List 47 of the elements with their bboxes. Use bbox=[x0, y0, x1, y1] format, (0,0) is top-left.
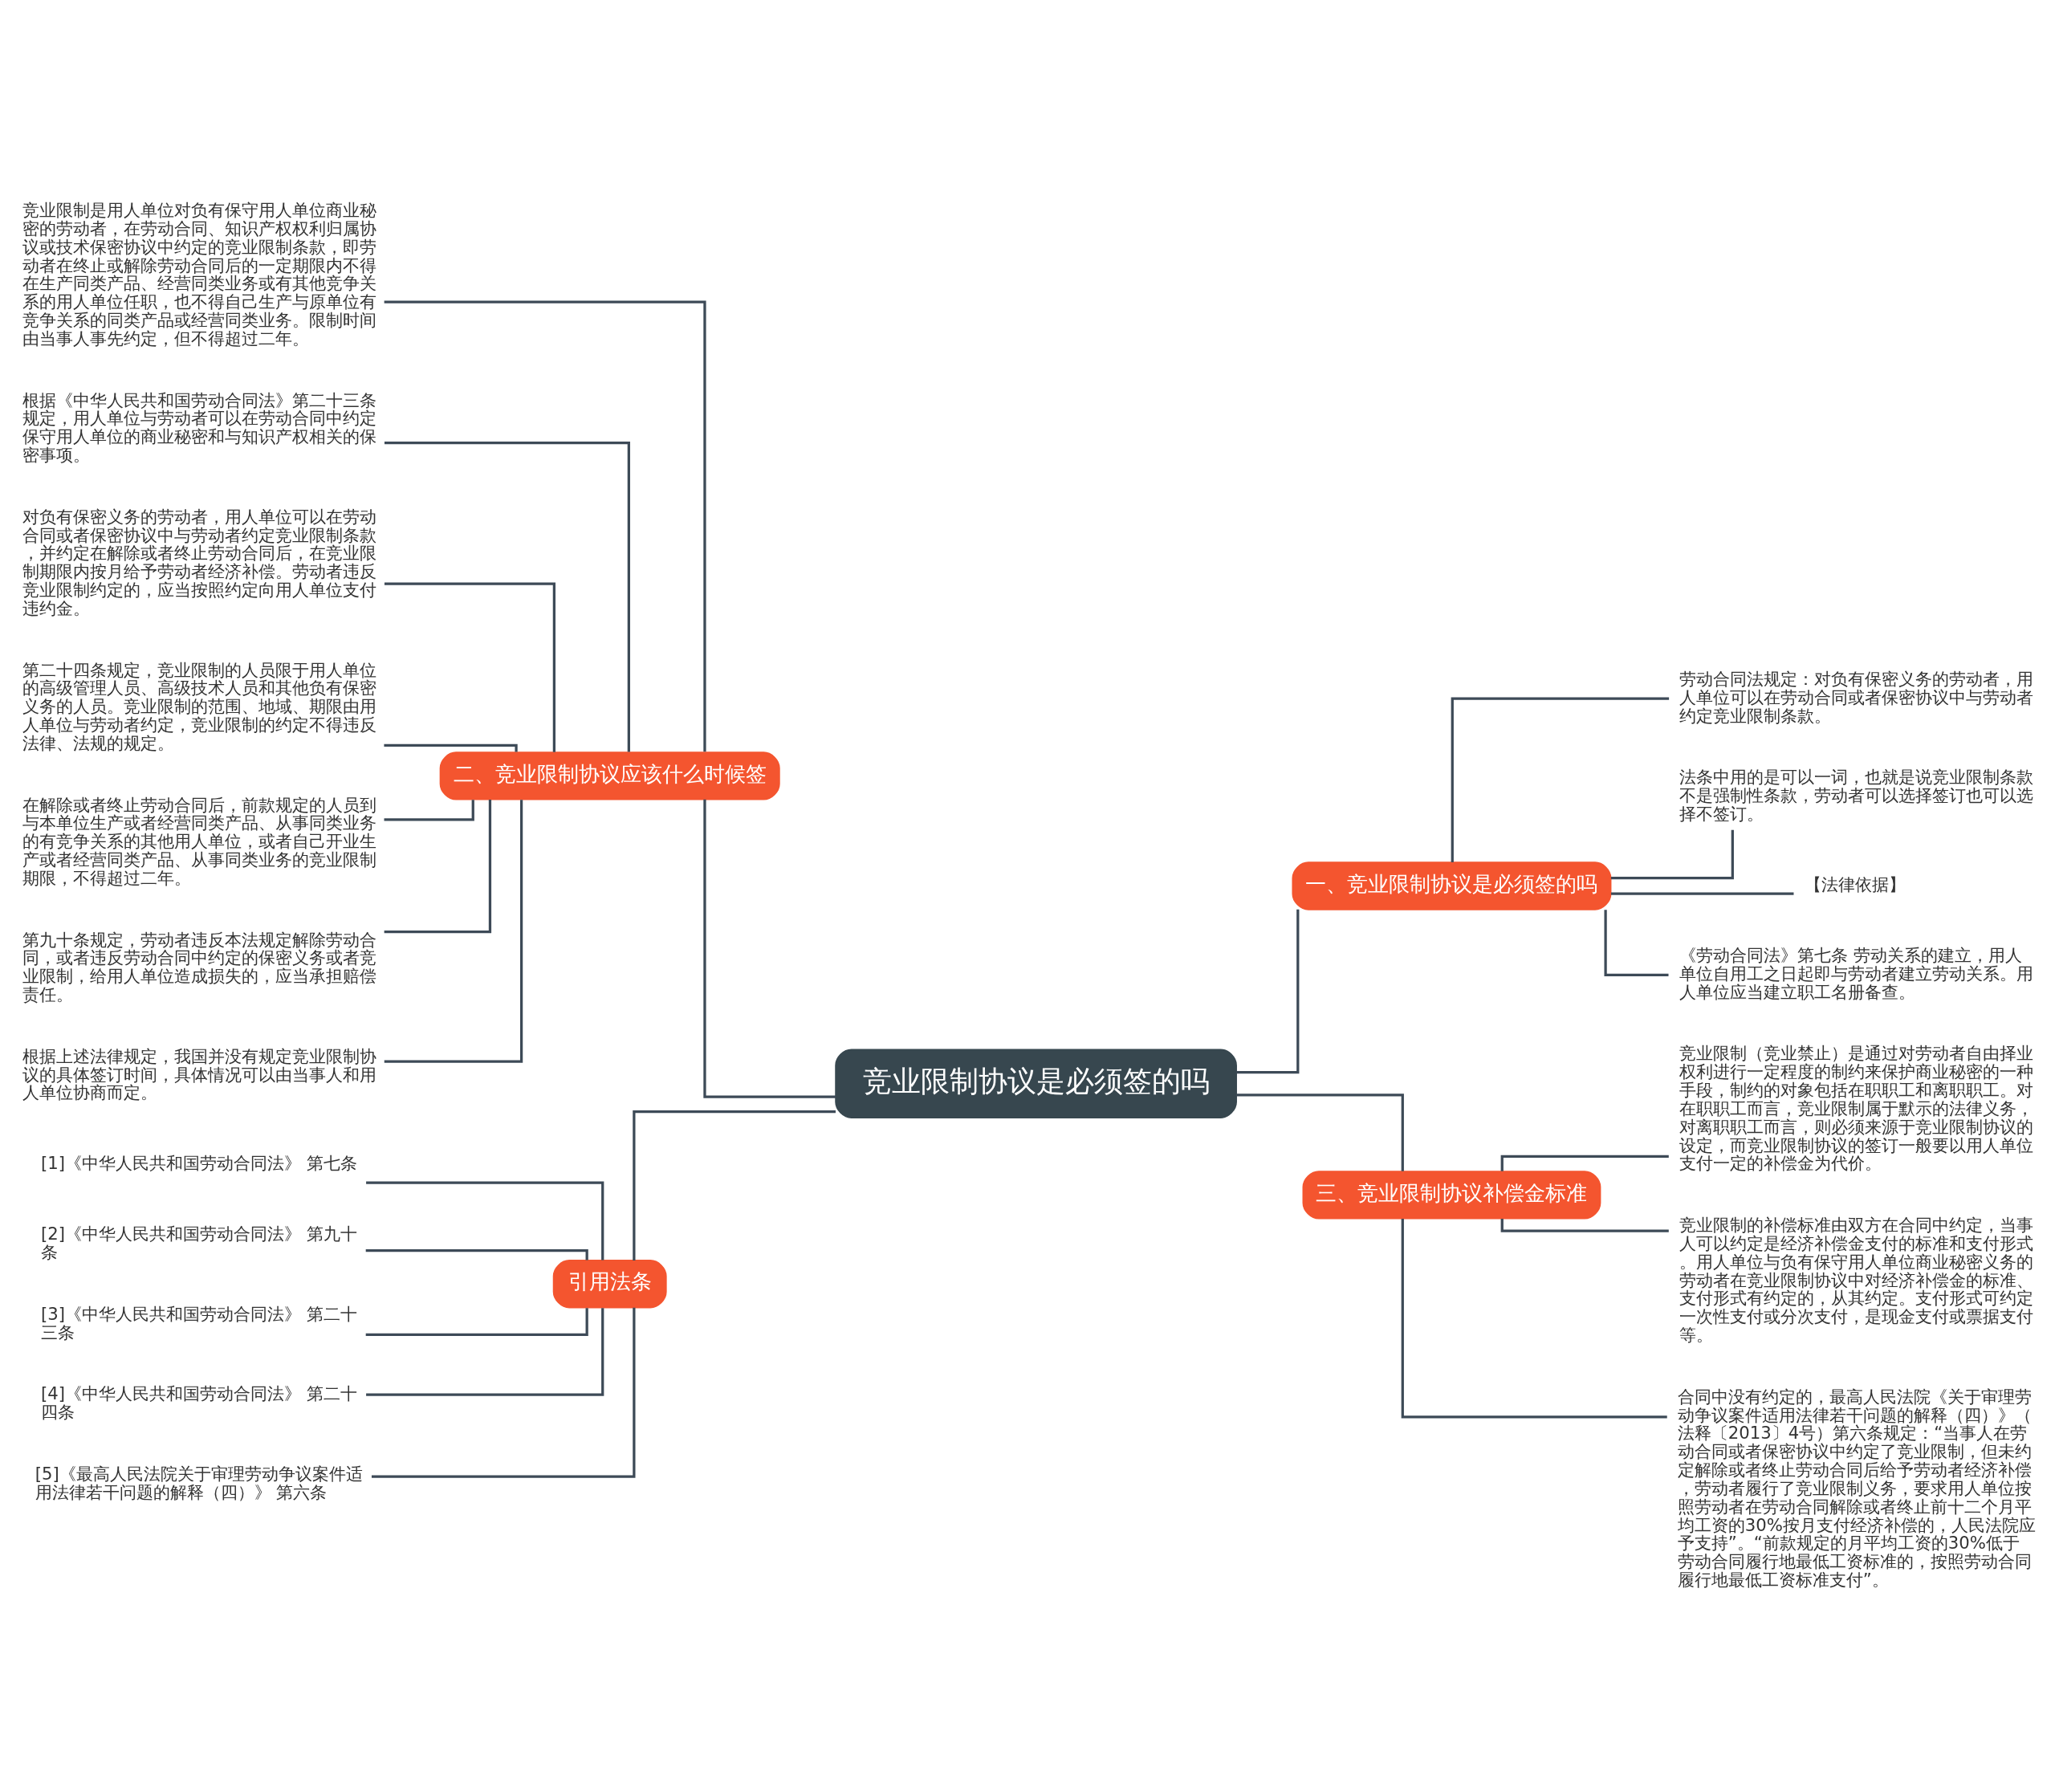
node-text: 合同中没有约定的，最高人民法院《关于审理劳动争议案件适用法律若干问题的解释（四）》（法释〔2013〕4号）第六条规定：“当事人在劳动合同或者保密协议中约定了竞业限制，但未约定解除或者终止劳动合同后给予劳动者经济补偿，劳动者履行了竞业限制义务，要求用人单位按照劳动者在劳动合同解除或者终止前十二个月平均工资的30%按月支付经济补偿的，人民法院应予支持”。“前款规定的月平均工资的30%低于劳动合同履行地最低工资标准的，按照劳动合同履行地最低工资标准支付”。 bbox=[1677, 1386, 2036, 1590]
node-text: 竞业限制是用人单位对负有保守用人单位商业秘密的劳动者，在劳动合同、知识产权权利归属协议或技术保密协议中约定的竞业限制条款，即劳动者在终止或解除劳动合同后的一定期限内不得在生产同类产品、经营同类业务或有其他竞争关系的用人单位任职，也不得自己生产与原单位有竞争关系的同类产品或经营同类业务。限制时间由当事人事先约定，但不得超过二年。 bbox=[22, 199, 377, 348]
node-text: 根据上述法律规定，我国并没有规定竞业限制协议的具体签订时间，具体情况可以由当事人和用人单位协商而定。 bbox=[22, 1045, 377, 1102]
connector bbox=[1610, 829, 1734, 879]
node-text: [3]《中华人民共和国劳动合同法》 第二十三条 bbox=[41, 1303, 357, 1342]
node-box: 二、竞业限制协议应该什么时候签 bbox=[439, 751, 780, 800]
node-text: 法条中用的是可以一词，也就是说竞业限制条款不是强制性条款，劳动者可以选择签订也可以选择不签订。 bbox=[1679, 766, 2034, 824]
node-text: [4]《中华人民共和国劳动合同法》 第二十四条 bbox=[41, 1383, 357, 1422]
connector bbox=[1401, 1218, 1667, 1418]
node-text: 第二十四条规定，竞业限制的人员限于用人单位的高级管理人员、高级技术人员和其他负有保密义务的人员。竞业限制的范围、地域、期限由用人单位与劳动者约定，竞业限制的约定不得违反法律、法规的规定。 bbox=[22, 659, 377, 753]
node-text: [1]《中华人民共和国劳动合同法》 第七条 bbox=[41, 1152, 357, 1173]
connector bbox=[1236, 909, 1300, 1073]
node-text: [5]《最高人民法院关于审理劳动争议案件适用法律若干问题的解释（四）》 第六条 bbox=[35, 1463, 363, 1502]
connector bbox=[1604, 909, 1669, 976]
node-text: 劳动合同法规定：对负有保密义务的劳动者，用人单位可以在劳动合同或者保密协议中与劳动者约定竞业限制条款。 bbox=[1679, 668, 2034, 726]
node-box: 引用法条 bbox=[552, 1259, 667, 1308]
connector bbox=[1500, 1218, 1669, 1232]
connector bbox=[633, 1110, 836, 1261]
connector bbox=[703, 799, 836, 1098]
connector bbox=[365, 1248, 588, 1260]
node-text: 竞业限制的补偿标准由双方在合同中约定，当事人可以约定是经济补偿金支付的标准和支付形式。用人单位与负有保守用人单位商业秘密义务的劳动者在竞业限制协议中对经济补偿金的标准、支付形式有约定的，从其约定。支付形式可约定一次性支付或分次支付，是现金支付或票据支付等。 bbox=[1679, 1214, 2034, 1345]
connector bbox=[1451, 697, 1670, 862]
node-text: 竞业限制（竞业禁止）是通过对劳动者自由择业权利进行一定程度的制约来保护商业秘密的一种手段，制约的对象包括在职职工和离职职工。对在职职工而言，竞业限制属于默示的法律义务，对离职职工而言，则必须来源于竞业限制协议的设定，而竞业限制协议的签订一般要以用人单位支付一定的补偿金为代价。 bbox=[1679, 1042, 2034, 1173]
connector bbox=[366, 1307, 604, 1396]
node-box: 竞业限制协议是必须签的吗 bbox=[835, 1049, 1237, 1118]
node-text: 第九十条规定，劳动者违反本法规定解除劳动合同，或者违反劳动合同中约定的保密义务或者竞业限制，给用人单位造成损失的，应当承担赔偿责任。 bbox=[22, 929, 377, 1004]
node-box: 一、竞业限制协议是必须签的吗 bbox=[1292, 861, 1612, 910]
connector bbox=[384, 799, 492, 933]
node-text: 《劳动合同法》第七条 劳动关系的建立，用人单位自用工之日起即与劳动者建立劳动关系。用人单位应当建立职工名册备查。 bbox=[1679, 944, 2034, 1002]
connector bbox=[1500, 1155, 1669, 1171]
connector bbox=[365, 1307, 588, 1336]
node-text: 根据《中华人民共和国劳动合同法》第二十三条规定，用人单位与劳动者可以在劳动合同中约定保守用人单位的商业秘密和与知识产权相关的保密事项。 bbox=[22, 389, 377, 465]
node-text: 【法律依据】 bbox=[1805, 874, 1906, 894]
connector bbox=[371, 1307, 636, 1478]
connector bbox=[385, 441, 630, 752]
node-text: 对负有保密义务的劳动者，用人单位可以在劳动合同或者保密协议中与劳动者约定竞业限制条款，并约定在解除或者终止劳动合同后，在竞业限制期限内按月给予劳动者经济补偿。劳动者违反竞业限制约定的，应当按照约定向用人单位支付违约金。 bbox=[22, 506, 377, 618]
connector bbox=[384, 299, 706, 751]
connector bbox=[384, 582, 555, 752]
node-text: [2]《中华人民共和国劳动合同法》 第九十条 bbox=[41, 1223, 357, 1262]
connector bbox=[384, 743, 518, 751]
connector bbox=[384, 799, 523, 1063]
node-text: 在解除或者终止劳动合同后，前款规定的人员到与本单位生产或者经营同类产品、从事同类业务的有竞争关系的其他用人单位，或者自己开业生产或者经营同类产品、从事同类业务的竞业限制期限，不得超过二年。 bbox=[22, 794, 377, 888]
connector bbox=[366, 1181, 604, 1260]
connector bbox=[384, 799, 474, 821]
connector bbox=[1236, 1093, 1404, 1171]
node-box: 三、竞业限制协议补偿金标准 bbox=[1302, 1170, 1601, 1220]
connector bbox=[1611, 892, 1794, 895]
